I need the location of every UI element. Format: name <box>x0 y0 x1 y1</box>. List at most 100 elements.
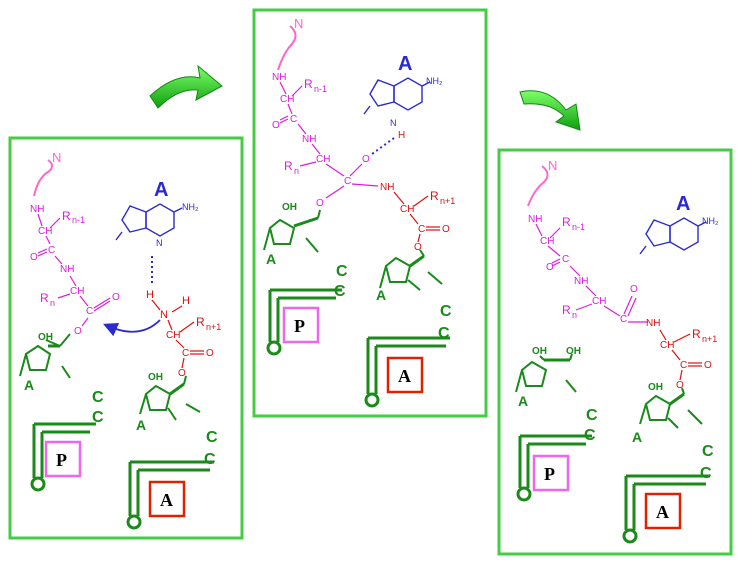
ch-label: CH <box>540 236 554 247</box>
r-label: R <box>40 291 49 305</box>
r-label: R <box>284 159 293 173</box>
o-label: O <box>704 360 712 371</box>
nh-label: NH <box>380 182 394 193</box>
c-label: C <box>680 360 687 371</box>
r-label: R <box>430 189 439 203</box>
o-label: O <box>30 252 38 263</box>
o-label: O <box>272 120 280 131</box>
n-terminus-label: N <box>548 158 557 173</box>
nh-label: NH <box>272 72 286 83</box>
a-site-label: A <box>398 366 411 386</box>
o-label: O <box>630 284 638 295</box>
a-site-box <box>386 356 424 394</box>
o-label: O <box>74 326 82 337</box>
c-label: C <box>182 348 189 359</box>
nh-label: NH <box>30 204 44 215</box>
n-terminus-label: N <box>294 16 303 31</box>
cca-c-label: C <box>206 429 218 446</box>
r-label: R <box>562 303 571 317</box>
o-label: O <box>676 380 684 391</box>
c-label: C <box>48 245 55 256</box>
r-subscript: n <box>572 310 577 320</box>
r-label: R <box>62 209 71 223</box>
n-label: N <box>160 309 168 321</box>
o-label: O <box>112 292 120 303</box>
cca-c-label: C <box>586 407 598 424</box>
oh-label: OH <box>532 346 547 357</box>
cca-c-label: C <box>702 443 714 460</box>
p-site-label: P <box>544 464 555 484</box>
c-label: C <box>562 254 569 265</box>
h-label: H <box>182 295 190 307</box>
r-subscript: n-1 <box>314 84 327 94</box>
r-subscript: n <box>50 298 55 308</box>
nh-label: NH <box>302 134 316 145</box>
r-subscript: n-1 <box>572 222 585 232</box>
adenine-label: A <box>154 179 168 201</box>
nh2-label: NH₂ <box>702 216 719 226</box>
ch-label: CH <box>660 340 674 351</box>
cca-c-label: C <box>92 409 104 426</box>
c-label: C <box>344 176 351 187</box>
c-label: C <box>418 224 425 235</box>
panel-peptide-transferred: N NH CH R n-1 C O NH CH R n C O A <box>497 148 733 556</box>
ch-label: CH <box>400 204 414 215</box>
p-site-label: P <box>294 316 305 336</box>
nh-label: NH <box>646 318 660 329</box>
transition-arrow-1 <box>149 64 223 109</box>
a-site-box <box>148 480 186 518</box>
r-label: R <box>692 327 701 341</box>
n-label: N <box>156 238 163 248</box>
a-site-label: A <box>160 490 173 510</box>
r-subscript: n-1 <box>72 215 85 225</box>
o-label: O <box>178 368 186 379</box>
ch-label: CH <box>592 296 606 307</box>
transition-arrow-2 <box>519 90 581 131</box>
cca-c-label: C <box>440 303 452 320</box>
c-label: C <box>290 114 297 125</box>
o-label: O <box>316 198 324 209</box>
p-site-box <box>282 306 320 344</box>
ch-label: CH <box>316 154 330 165</box>
h-label: H <box>398 130 405 141</box>
o-label: O <box>206 348 214 359</box>
n-terminus-label: N <box>52 150 61 165</box>
p-site-label: P <box>56 450 67 470</box>
adenine-label: A <box>676 193 690 215</box>
h-label: H <box>146 289 154 301</box>
ch-label: CH <box>38 226 52 237</box>
oh-label: OH <box>648 382 663 393</box>
cca-c-label: C <box>92 389 104 406</box>
ch-label: CH <box>166 330 180 341</box>
cca-c-label: C <box>336 263 348 280</box>
r-label: R <box>196 315 205 329</box>
r-label: R <box>562 215 571 229</box>
base-label: A <box>266 251 276 267</box>
ch-label: CH <box>280 94 294 105</box>
r-subscript: n+1 <box>440 196 455 206</box>
o-label: O <box>414 242 422 253</box>
nh2-label: NH₂ <box>182 202 199 212</box>
cca-c-label: C <box>700 465 712 482</box>
oh-label: OH <box>282 202 297 213</box>
base-label: A <box>24 377 34 393</box>
panel-tetrahedral-intermediate: N NH CH R n-1 C O NH CH R n C O O A <box>252 8 488 418</box>
cca-c-label: C <box>204 451 216 468</box>
ch-label: CH <box>70 286 84 297</box>
base-label: A <box>632 429 642 445</box>
o-label: O <box>546 262 554 273</box>
o-label: O <box>362 154 370 165</box>
r-subscript: n+1 <box>206 322 221 332</box>
oh-label: OH <box>38 332 53 343</box>
nh-label: NH <box>528 214 542 225</box>
r-subscript: n <box>294 166 299 176</box>
r-subscript: n+1 <box>702 334 717 344</box>
a-site-label: A <box>656 502 669 522</box>
base-label: A <box>518 393 528 409</box>
p-site-box <box>44 440 82 478</box>
oh-label: OH <box>566 346 581 357</box>
base-label: A <box>376 287 386 303</box>
n-label: N <box>390 118 397 128</box>
a-site-box <box>644 492 682 530</box>
